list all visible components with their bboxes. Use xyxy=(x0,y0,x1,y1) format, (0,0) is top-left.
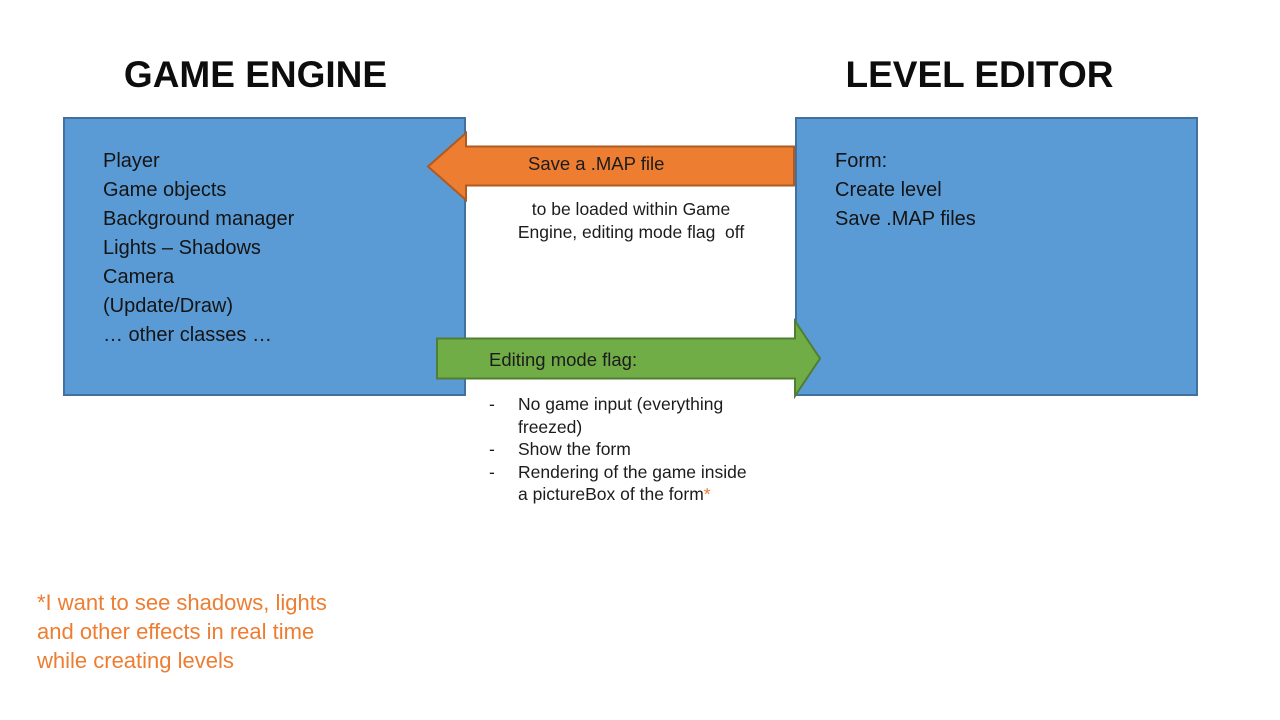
list-item: - Show the form xyxy=(489,438,789,461)
bullet-dash: - xyxy=(489,439,495,459)
level-editor-box: Form: Create level Save .MAP files xyxy=(795,117,1198,396)
bullet-text: Show the form xyxy=(518,439,631,459)
bullet-text: Rendering of the game inside a pictureBo… xyxy=(518,461,747,505)
game-engine-class-list: Player Game objects Background manager L… xyxy=(103,150,295,346)
footnote-text: *I want to see shadows, lights and other… xyxy=(37,590,327,673)
save-map-description: to be loaded within Game Engine, editing… xyxy=(517,199,745,242)
bullet-text-wrap: Rendering of the game inside a pictureBo… xyxy=(518,461,747,506)
level-editor-feature-list: Form: Create level Save .MAP files xyxy=(835,150,976,230)
bullet-text: No game input (everything freezed) xyxy=(518,394,724,437)
footnote-asterisk: * xyxy=(703,484,711,504)
game-engine-title: GAME ENGINE xyxy=(123,54,388,95)
bullet-dash: - xyxy=(489,394,495,414)
editing-mode-arrow-label: Editing mode flag: xyxy=(489,349,638,370)
level-editor-title: LEVEL EDITOR xyxy=(845,54,1114,95)
editing-mode-bullet-list: - No game input (everything freezed) - S… xyxy=(489,393,789,506)
list-item: - No game input (everything freezed) xyxy=(489,393,789,438)
game-engine-box: Player Game objects Background manager L… xyxy=(63,117,466,396)
list-item: - Rendering of the game inside a picture… xyxy=(489,461,789,506)
bullet-dash: - xyxy=(489,461,495,482)
save-map-arrow-label: Save a .MAP file xyxy=(528,153,665,174)
